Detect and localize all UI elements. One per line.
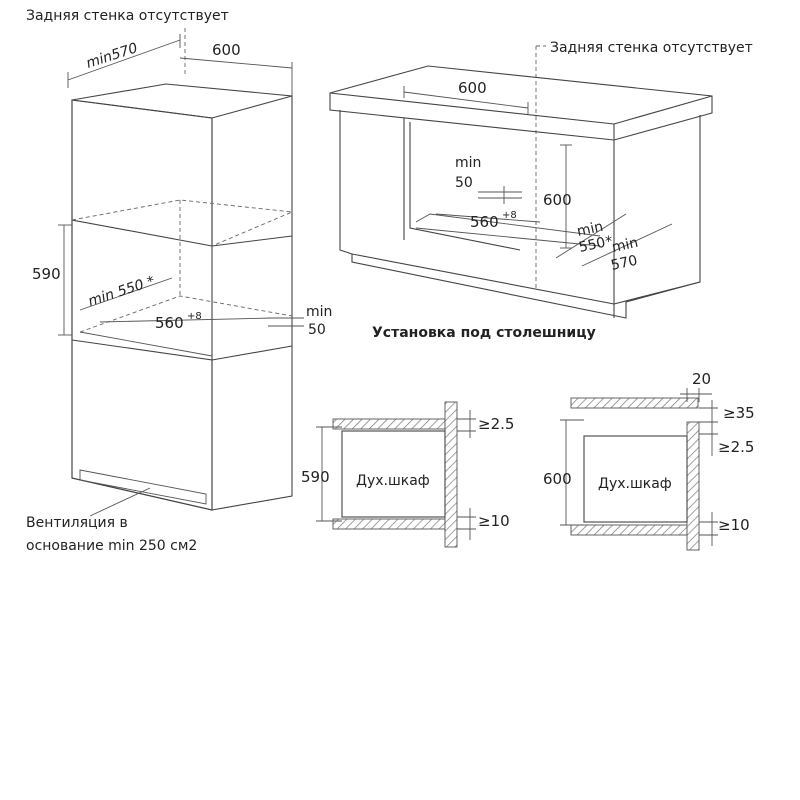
dim-under-depth2-val: 570	[610, 253, 639, 274]
section-under-drawing: Дух.шкаф 600 20 ≥35 ≥2.5 ≥10	[543, 370, 755, 551]
dim-section-tall-bottom-gap: ≥10	[478, 512, 510, 530]
ventilation-label-line1: Вентиляция в	[26, 515, 128, 531]
dim-section-under-top-width: 20	[692, 370, 711, 388]
dim-tall-depth: min570	[84, 40, 140, 72]
tall-cabinet-drawing: Задняя стенка отсутствует min570 600	[26, 8, 332, 554]
section-tall-drawing: Дух.шкаф 590 ≥2.5 ≥10	[301, 401, 514, 548]
dim-under-gap-min: min	[455, 155, 481, 171]
dim-under-width: 600	[458, 79, 487, 97]
countertop-title: Установка под столешницу	[372, 325, 596, 341]
dim-section-under-top-gap: ≥35	[723, 404, 755, 422]
dim-under-depth-star: *	[605, 234, 612, 250]
dim-under-gap-val: 50	[455, 175, 473, 191]
dim-under-depth-min: min	[576, 219, 605, 240]
dim-section-under-bottom-gap: ≥10	[718, 516, 750, 534]
dim-tall-height: 590	[32, 265, 61, 283]
dim-section-tall-top-gap: ≥2.5	[478, 415, 514, 433]
dim-under-inner-width-tol: +8	[502, 210, 517, 221]
dim-under-inner-width: 560	[470, 213, 499, 231]
dim-section-under-height: 600	[543, 470, 572, 488]
under-counter-drawing: Задняя стенка отсутствует 600 min 50	[329, 40, 753, 341]
dim-tall-width: 600	[212, 41, 241, 59]
dim-section-tall-height: 590	[301, 468, 330, 486]
dim-under-height: 600	[543, 191, 572, 209]
back-wall-label-left: Задняя стенка отсутствует	[26, 8, 229, 24]
dim-tall-niche-depth: min 550 *	[86, 273, 157, 310]
dim-under-depth-val: 550	[578, 235, 607, 256]
back-wall-label-right: Задняя стенка отсутствует	[550, 40, 753, 56]
dim-section-under-mid-gap: ≥2.5	[718, 438, 754, 456]
dim-tall-gap-min: min	[306, 304, 332, 320]
section-under-oven: Дух.шкаф	[598, 476, 672, 492]
section-tall-oven: Дух.шкаф	[356, 473, 430, 489]
ventilation-label-line2: основание min 250 см2	[26, 538, 197, 554]
dim-tall-gap-val: 50	[308, 322, 326, 338]
dim-under-depth2-min: min	[611, 235, 640, 256]
dim-tall-inner-width-tol: +8	[187, 311, 202, 322]
dim-tall-inner-width: 560	[155, 314, 184, 332]
